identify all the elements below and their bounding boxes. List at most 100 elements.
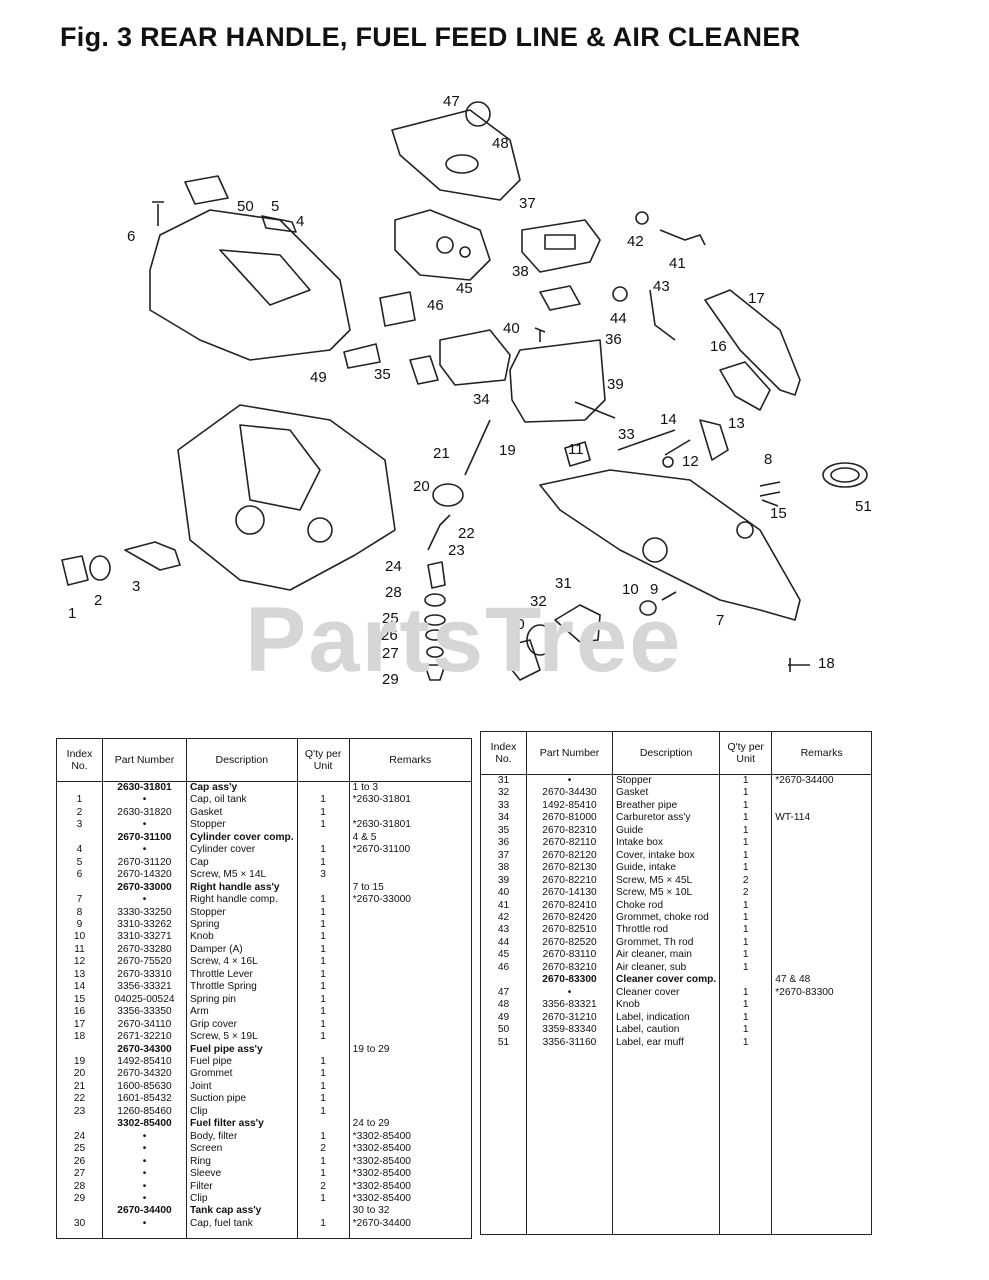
qty-cell: 1 [297, 931, 350, 944]
index-cell: 11 [56, 943, 103, 957]
remarks-cell [349, 1006, 473, 1019]
callout-21: 21 [433, 445, 450, 462]
index-cell: 40 [480, 887, 527, 900]
index-cell: 32 [480, 787, 527, 800]
remarks-cell: *3302-85400 [349, 1180, 473, 1193]
part-number-cell: 3356-33321 [102, 981, 187, 994]
description-cell: Guide, intake [612, 862, 721, 875]
part-number-cell: • [102, 1155, 187, 1169]
callout-7: 7 [716, 612, 725, 629]
remarks-cell [771, 837, 872, 850]
remarks-cell [771, 887, 872, 900]
part-number-cell: • [102, 819, 187, 832]
index-cell: 37 [480, 849, 527, 863]
qty-cell: 1 [297, 844, 350, 857]
callout-14: 14 [660, 411, 677, 428]
index-cell: 20 [56, 1068, 103, 1081]
qty-cell: 1 [719, 1024, 773, 1037]
description-cell: Grommet, choke rod [612, 911, 721, 925]
part-number-cell: 2670-82410 [526, 899, 613, 912]
table-filler-row [56, 1230, 473, 1240]
exploded-parts-diagram [61, 101, 868, 681]
remarks-cell [349, 1080, 473, 1094]
part-number-cell: 3310-33271 [102, 931, 187, 944]
qty-cell: 1 [297, 856, 350, 870]
part-number-cell: 1601-85432 [102, 1093, 187, 1106]
index-cell: 41 [480, 899, 527, 912]
callout-2: 2 [94, 592, 103, 609]
index-cell: 39 [480, 874, 527, 888]
part-number-cell: 2670-82310 [526, 824, 613, 838]
callout-24: 24 [385, 558, 402, 575]
remarks-cell [349, 1055, 473, 1069]
description-cell: Knob [612, 999, 721, 1012]
callout-20: 20 [413, 478, 430, 495]
remarks-cell [771, 949, 872, 962]
qty-cell: 1 [297, 1068, 350, 1081]
part-number-cell: 2670-82110 [526, 837, 613, 850]
description-cell: Spring [186, 918, 298, 932]
index-cell: 7 [56, 894, 103, 907]
description-cell: Ring [186, 1155, 298, 1169]
index-cell: 2 [56, 806, 103, 820]
description-cell: Fuel pipe ass'y [186, 1043, 298, 1056]
part-number-cell: 2670-83300 [526, 974, 613, 987]
description-cell: Grommet [186, 1068, 298, 1081]
remarks-cell [349, 968, 473, 982]
crankcase-shape [177, 404, 396, 591]
qty-cell: 1 [297, 819, 350, 832]
qty-cell: 1 [297, 918, 350, 932]
header-index: Index No. [480, 731, 527, 775]
index-cell: 36 [480, 837, 527, 850]
header-description: Description [611, 731, 721, 775]
callout-13: 13 [728, 415, 745, 432]
part-number-cell: 2670-14130 [526, 887, 613, 900]
remarks-cell: *2630-31801 [349, 794, 473, 807]
callout-10: 10 [622, 581, 639, 598]
callout-29: 29 [382, 671, 399, 688]
description-cell: Fuel pipe [186, 1055, 298, 1069]
remarks-cell: *2670-34400 [771, 774, 872, 788]
part-number-cell: 3356-31160 [526, 1036, 613, 1049]
part-number-cell: 2670-83110 [526, 949, 613, 962]
description-cell: Cap ass'y [186, 781, 298, 795]
qty-cell: 1 [719, 936, 773, 950]
index-cell: 5 [56, 856, 103, 870]
index-cell: 50 [480, 1024, 527, 1037]
remarks-cell: 24 to 29 [349, 1118, 473, 1131]
part-number-cell: 2630-31820 [102, 806, 187, 820]
description-cell: Intake box [612, 837, 721, 850]
description-cell: Label, ear muff [612, 1036, 721, 1049]
intake-box-shape [509, 339, 606, 423]
callout-33: 33 [618, 426, 635, 443]
callout-11: 11 [568, 441, 584, 458]
callout-9: 9 [650, 581, 659, 598]
remarks-cell: 47 & 48 [771, 974, 872, 987]
description-cell: Guide [612, 824, 721, 838]
description-cell: Knob [186, 931, 298, 944]
index-cell: 51 [480, 1036, 527, 1049]
remarks-cell: *3302-85400 [349, 1192, 473, 1206]
filler-cell [297, 1230, 350, 1240]
remarks-cell [349, 931, 473, 944]
index-cell [56, 1043, 103, 1056]
callout-45: 45 [456, 280, 473, 297]
index-cell: 13 [56, 968, 103, 982]
remarks-cell [771, 1024, 872, 1037]
